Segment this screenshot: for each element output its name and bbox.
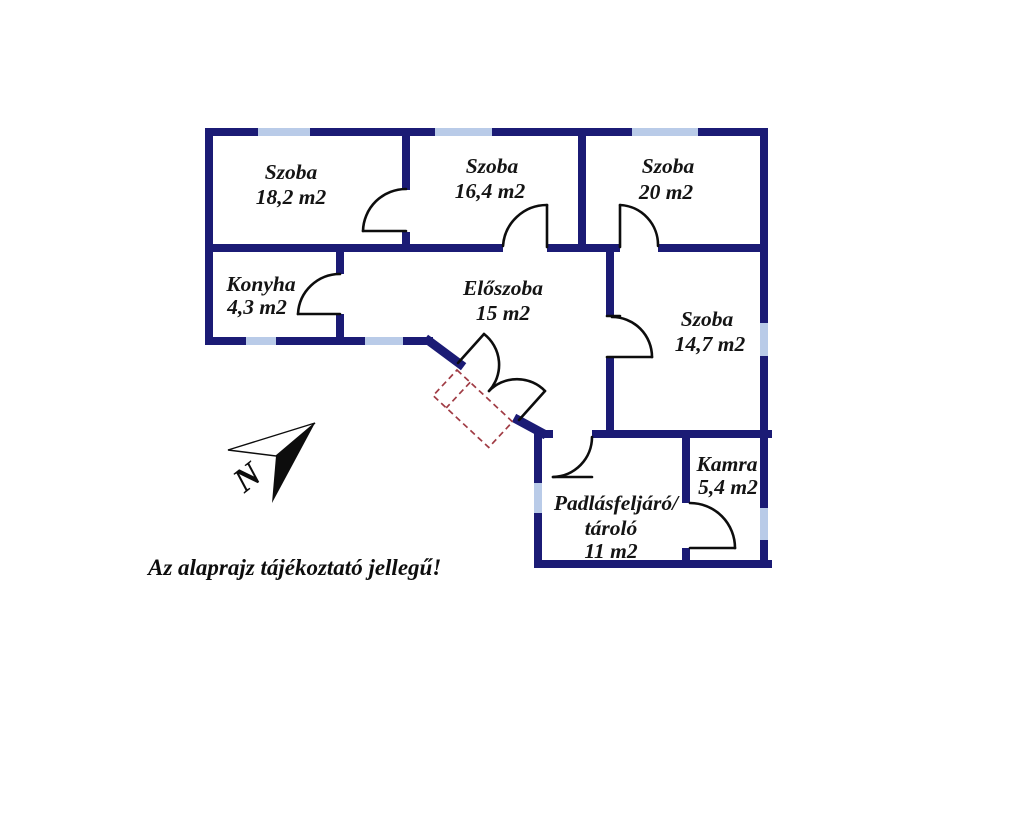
room-area: 4,3 m2 [226,295,287,319]
door-arc [551,435,594,479]
wall-segment [205,128,213,344]
room-area: 11 m2 [584,539,637,563]
room-area: 18,2 m2 [256,185,327,209]
door-arc [501,203,549,248]
room-area: 16,4 m2 [455,179,526,203]
window-marker [258,128,310,136]
room-label-szoba-14-7: Szoba 14,7 m2 [675,307,746,356]
entrance-door-leaf [456,332,486,365]
room-name: Konyha [225,272,296,296]
window-marker [246,337,276,345]
room-label-eloszoba: Előszoba 15 m2 [462,276,543,325]
wall-segment [682,548,690,562]
door-arc [361,187,408,233]
wall-segment [336,252,344,274]
wall-segment [658,244,768,252]
entrance-door-arc [482,332,501,393]
wall-segment [682,438,690,503]
room-area: 20 m2 [638,180,694,204]
room-label-konyha: Konyha 4,3 m2 [225,272,296,319]
window-marker [534,483,542,513]
wall-segment [592,430,772,438]
door-arc [296,272,342,316]
wall-segment [578,128,586,252]
room-area: 14,7 m2 [675,332,746,356]
entrance-door-leaf [517,389,547,422]
wall-segment [534,560,772,568]
wall-segment [402,128,410,190]
wall-segment [534,430,553,438]
steps-outline [431,368,514,449]
room-name-line2: tároló [585,516,638,540]
wall-segment [402,232,410,252]
north-compass: N [226,422,316,503]
compass-arrow-fill [272,423,315,503]
north-label: N [226,455,270,501]
door-arc [610,315,654,359]
room-label-szoba-20: Szoba 20 m2 [638,154,695,204]
window-marker [632,128,698,136]
window-marker [760,323,768,356]
room-area: 5,4 m2 [698,475,758,499]
room-name: Szoba [681,307,734,331]
room-label-szoba-18-2: Szoba 18,2 m2 [256,160,327,209]
room-area: 15 m2 [476,301,531,325]
wall-segment [336,314,344,345]
doors [296,187,737,550]
door-arc [618,203,660,248]
room-label-padlasfeljaro: Padlásfeljáró/ tároló 11 m2 [553,491,680,563]
window-marker [760,508,768,540]
room-name: Előszoba [462,276,543,300]
room-name: Kamra [696,452,758,476]
room-labels: Szoba 18,2 m2 Szoba 16,4 m2 Szoba 20 m2 … [225,154,758,563]
entrance-door-arc [487,377,547,393]
room-name: Padlásfeljáró/ [553,491,680,515]
outside-steps [431,368,514,449]
windows [246,128,768,540]
wall-segment [606,357,614,438]
wall-segment [606,252,614,317]
room-name: Szoba [466,154,519,178]
steps-tread-line [445,381,471,409]
room-label-kamra: Kamra 5,4 m2 [696,452,759,499]
window-marker [365,337,403,345]
wall-segment [205,337,433,345]
wall-segment [205,244,503,252]
room-name: Szoba [265,160,318,184]
door-arc [688,501,737,550]
room-name: Szoba [642,154,695,178]
disclaimer-note: Az alaprajz tájékoztató jellegű! [146,555,441,580]
room-label-szoba-16-4: Szoba 16,4 m2 [455,154,526,203]
wall-diagonal [422,334,467,371]
window-marker [435,128,492,136]
